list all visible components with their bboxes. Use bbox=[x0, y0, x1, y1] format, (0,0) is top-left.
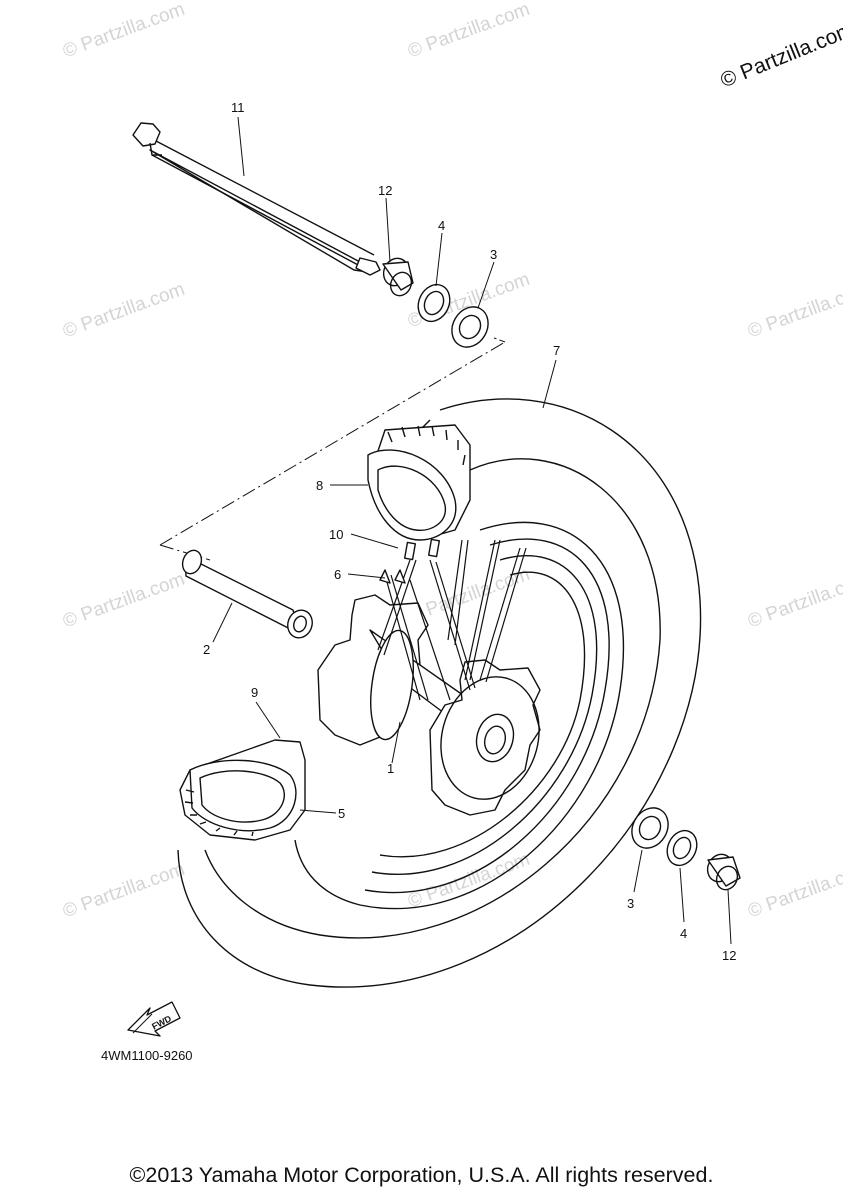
rim-band-lower bbox=[179, 739, 306, 841]
bearing-bottom bbox=[631, 807, 669, 849]
label-3-top: 3 bbox=[490, 247, 497, 262]
label-7: 7 bbox=[553, 343, 560, 358]
spoke-nipple bbox=[403, 538, 441, 561]
label-9: 9 bbox=[251, 685, 258, 700]
label-8: 8 bbox=[316, 478, 323, 493]
collar-tube bbox=[181, 549, 313, 639]
hub-flange-right bbox=[429, 659, 541, 816]
fwd-arrow-icon: FWD bbox=[127, 1001, 181, 1037]
oil-seal-top bbox=[417, 283, 451, 323]
label-12-top: 12 bbox=[378, 183, 392, 198]
label-4-top: 4 bbox=[438, 218, 445, 233]
diagram-code: 4WM1100-9260 bbox=[101, 1048, 193, 1063]
oil-seal-bottom bbox=[666, 829, 698, 867]
collar-bottom bbox=[706, 853, 741, 891]
label-5: 5 bbox=[338, 806, 345, 821]
axle-part bbox=[132, 122, 381, 276]
footer-copyright: ©2013 Yamaha Motor Corporation, U.S.A. A… bbox=[129, 1163, 714, 1187]
rim-band bbox=[367, 424, 471, 541]
bearing-top bbox=[451, 306, 489, 348]
label-6: 6 bbox=[334, 567, 341, 582]
label-3-bottom: 3 bbox=[627, 896, 634, 911]
label-4-bottom: 4 bbox=[680, 926, 687, 941]
spokes bbox=[377, 539, 527, 701]
rim bbox=[294, 521, 625, 910]
label-2: 2 bbox=[203, 642, 210, 657]
label-11: 11 bbox=[231, 100, 245, 115]
label-1: 1 bbox=[387, 761, 394, 776]
leader-lines bbox=[212, 116, 732, 945]
label-10: 10 bbox=[329, 527, 343, 542]
spoke bbox=[379, 569, 406, 584]
collar-top bbox=[382, 257, 414, 297]
label-12-bottom: 12 bbox=[722, 948, 736, 963]
